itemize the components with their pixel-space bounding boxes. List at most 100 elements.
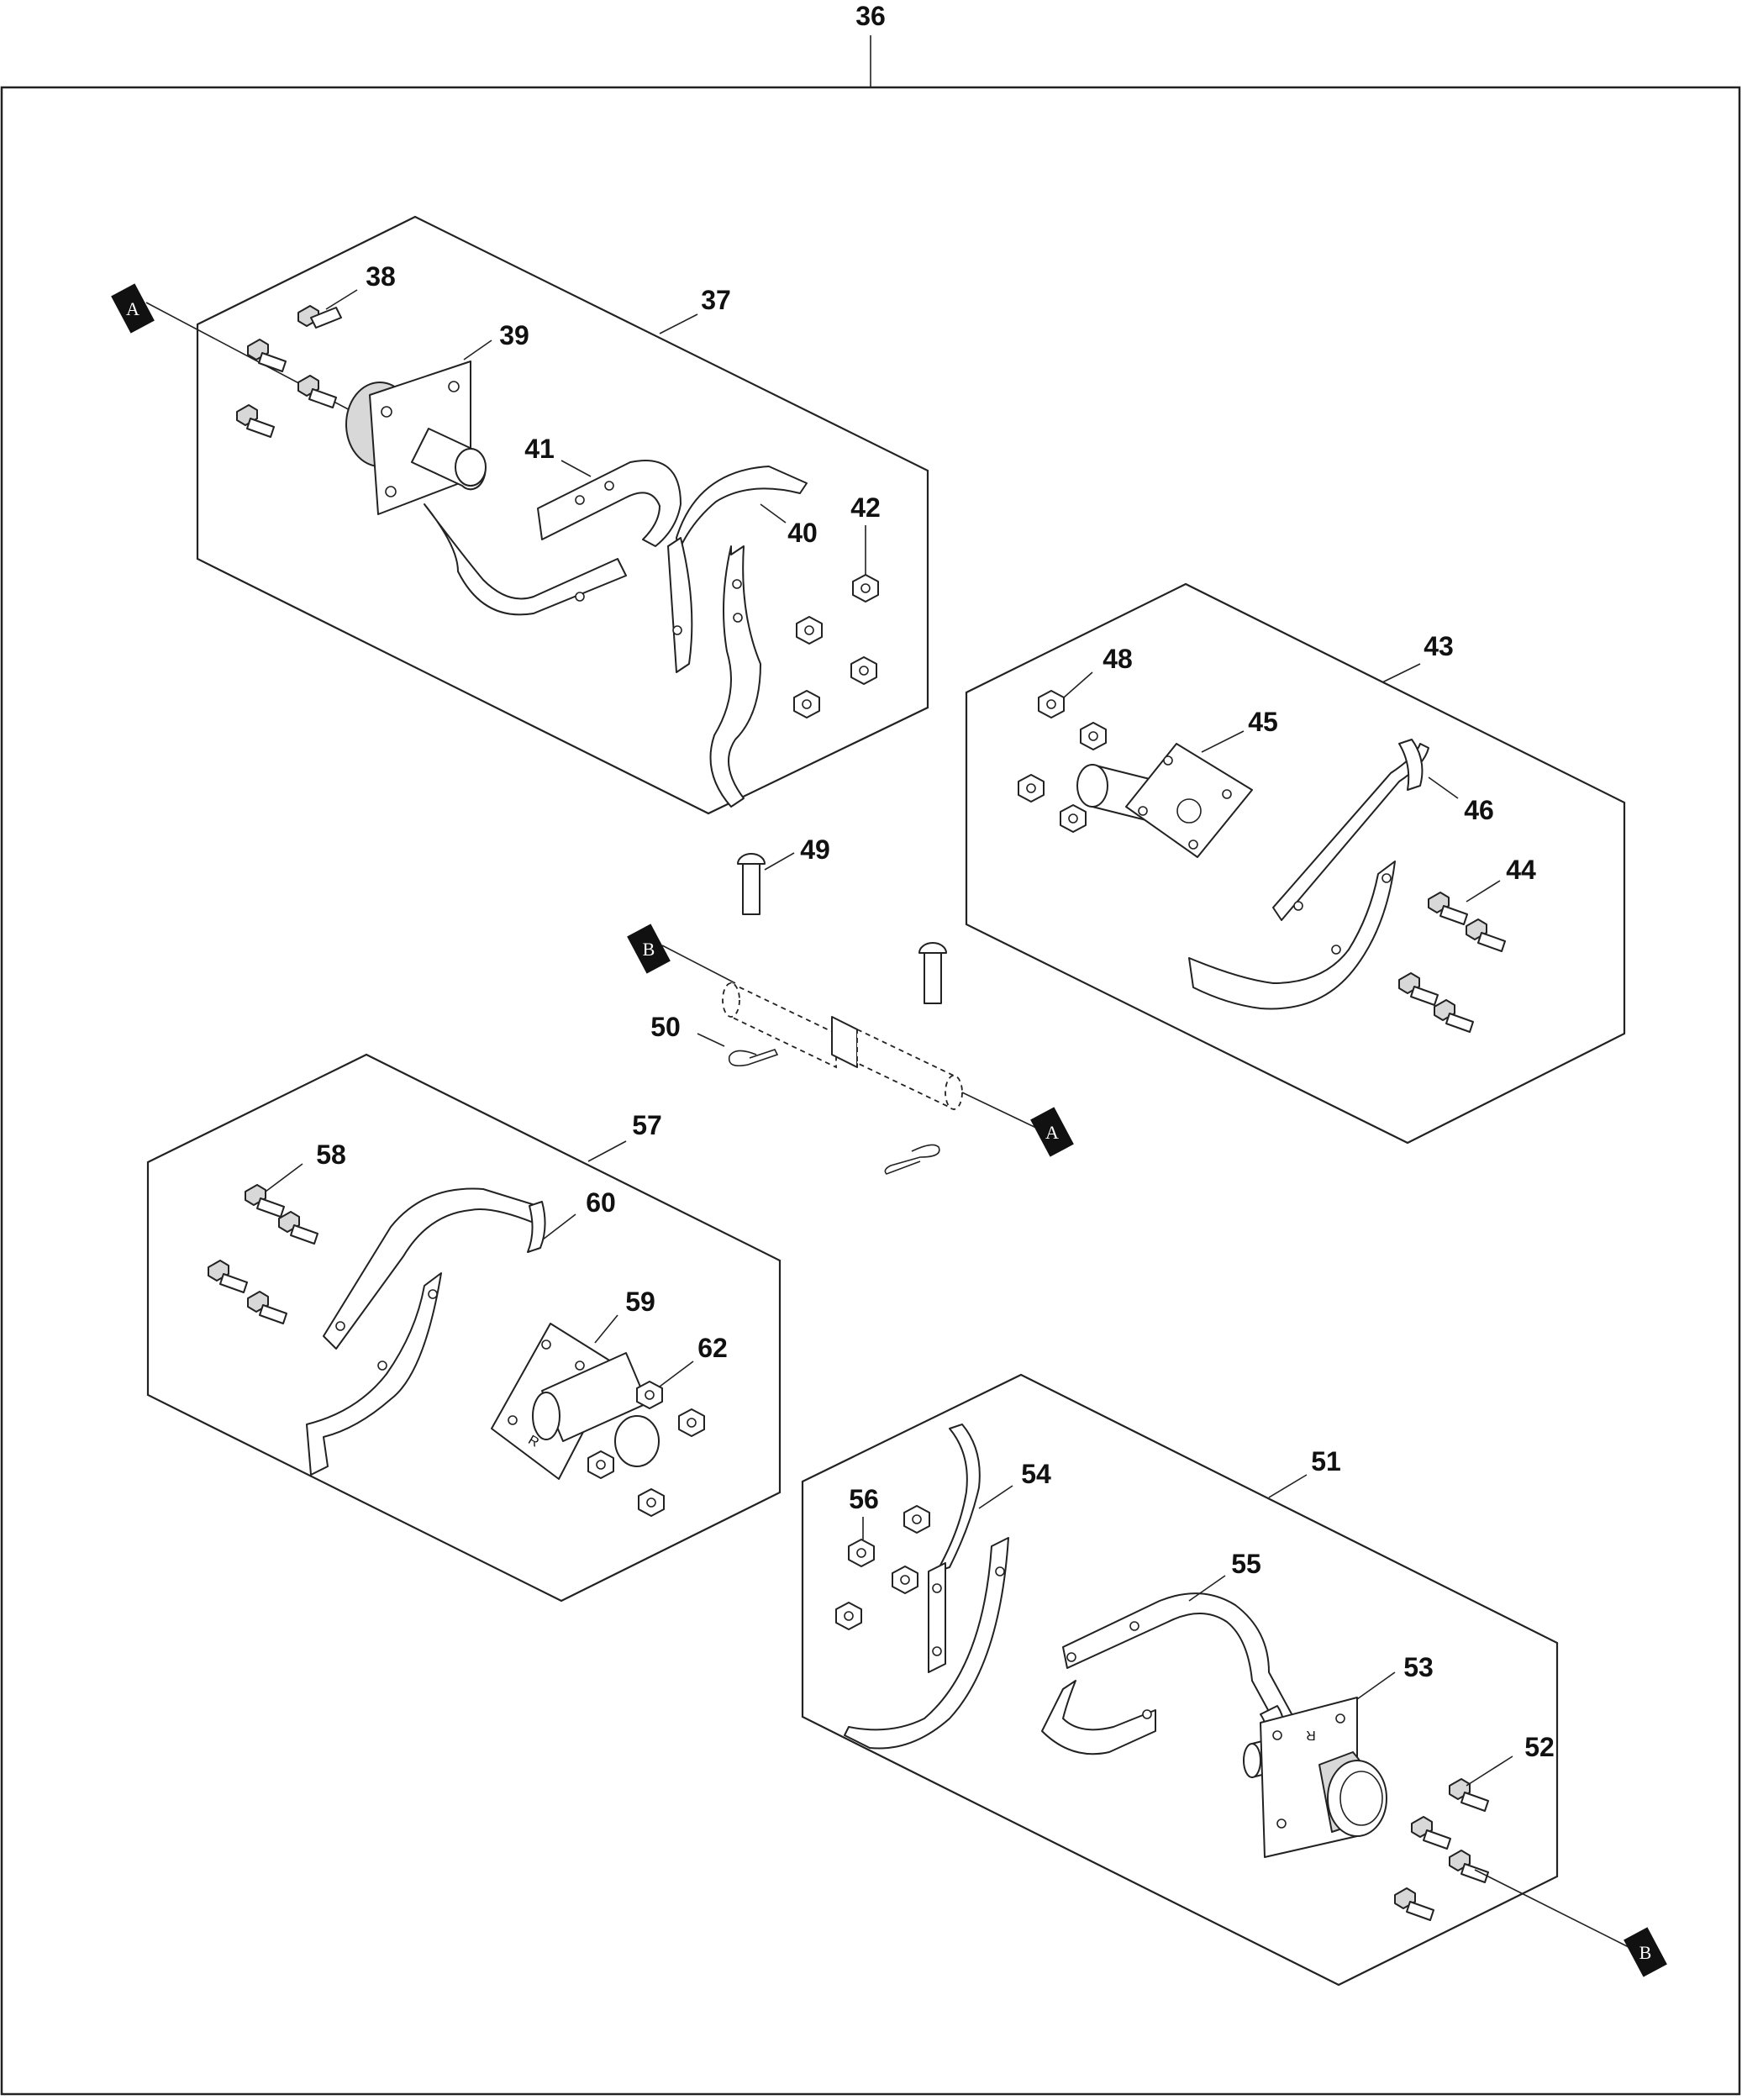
leader-39 xyxy=(463,339,492,361)
callout-59: 59 xyxy=(625,1287,655,1317)
callout-48: 48 xyxy=(1103,644,1133,674)
callout-46: 46 xyxy=(1464,795,1494,825)
bolt-52-1 xyxy=(1449,1778,1489,1812)
ref-mark-b-left-label: B xyxy=(643,939,655,960)
flange-39 xyxy=(345,361,487,515)
callout-52: 52 xyxy=(1524,1732,1555,1762)
leader-38 xyxy=(325,289,358,310)
leader-49 xyxy=(764,852,795,871)
bolt-58-1 xyxy=(245,1184,285,1218)
nut-62-4 xyxy=(638,1488,665,1517)
group-57-box xyxy=(146,1053,782,1603)
bolt-44-1 xyxy=(1428,892,1468,925)
pin-49-2 xyxy=(918,942,947,1004)
callout-49: 49 xyxy=(800,834,830,865)
group-37-box xyxy=(196,215,929,815)
leader-52 xyxy=(1466,1755,1513,1787)
hairpin-clip-50-2 xyxy=(884,1144,940,1175)
leader-41 xyxy=(560,460,592,477)
callout-41: 41 xyxy=(524,434,555,464)
ref-mark-a-top: A xyxy=(111,283,155,334)
bolt-52-2 xyxy=(1411,1816,1451,1850)
bolt-52-3 xyxy=(1449,1850,1489,1883)
ref-mark-a-right-label: A xyxy=(1045,1122,1059,1143)
axis-line-b-left xyxy=(661,945,736,984)
leader-59 xyxy=(594,1314,618,1344)
callout-37: 37 xyxy=(701,285,731,315)
leader-55 xyxy=(1188,1575,1226,1602)
nut-42-4 xyxy=(793,690,820,718)
leader-60 xyxy=(542,1213,576,1240)
nut-48-3 xyxy=(1018,774,1045,803)
bolt-58-4 xyxy=(247,1291,287,1324)
nut-42-1 xyxy=(852,574,879,603)
nut-42-2 xyxy=(796,616,823,645)
callout-43: 43 xyxy=(1424,631,1454,661)
callout-53: 53 xyxy=(1403,1652,1434,1682)
callout-55: 55 xyxy=(1231,1549,1261,1579)
tine-54 xyxy=(844,1424,1009,1750)
leader-54 xyxy=(978,1485,1013,1509)
bolt-38-1 xyxy=(297,305,342,329)
leader-46 xyxy=(1428,776,1459,799)
ref-mark-b-right: B xyxy=(1624,1927,1667,1977)
axis-line-a-right xyxy=(961,1092,1039,1129)
nut-56-2 xyxy=(848,1539,875,1567)
tine-41 xyxy=(424,460,682,616)
leader-44 xyxy=(1466,880,1501,903)
nut-42-3 xyxy=(850,656,877,685)
nut-56-1 xyxy=(903,1505,930,1534)
group-37: 37 A 38 xyxy=(111,215,929,815)
ref-mark-a-top-label: A xyxy=(126,298,139,319)
bolt-44-2 xyxy=(1466,918,1506,952)
leader-53 xyxy=(1356,1671,1396,1700)
callout-39: 39 xyxy=(499,320,529,350)
leader-48 xyxy=(1063,671,1093,698)
bolt-38-3 xyxy=(297,375,337,408)
shaft-tube-left-end xyxy=(722,982,740,1018)
tine-46 xyxy=(1188,739,1429,1010)
ref-mark-a-top-shape xyxy=(111,283,155,334)
callout-50: 50 xyxy=(650,1012,681,1042)
tine-40 xyxy=(667,466,808,808)
nut-62-1 xyxy=(636,1381,663,1409)
leader-40 xyxy=(760,503,787,524)
bolt-44-4 xyxy=(1434,999,1474,1033)
callout-56: 56 xyxy=(849,1484,879,1514)
leader-50 xyxy=(697,1033,725,1047)
callout-62: 62 xyxy=(697,1333,728,1363)
nut-48-4 xyxy=(1060,804,1087,833)
bolt-44-3 xyxy=(1398,972,1439,1006)
ref-mark-b-left: B xyxy=(627,924,671,974)
ref-mark-a-right: A xyxy=(1030,1107,1074,1157)
nut-62-2 xyxy=(678,1408,705,1437)
group-43-box xyxy=(965,582,1626,1145)
callout-54: 54 xyxy=(1021,1459,1051,1489)
bolt-38-4 xyxy=(236,404,275,438)
nut-48-1 xyxy=(1038,690,1065,718)
leader-45 xyxy=(1201,730,1245,753)
group-51-box xyxy=(801,1373,1559,1987)
callout-58: 58 xyxy=(316,1139,346,1170)
pin-49-1 xyxy=(737,853,766,915)
tine-60 xyxy=(306,1187,546,1476)
bolt-52-4 xyxy=(1394,1887,1434,1921)
assembly-frame xyxy=(0,86,1741,2096)
callout-45: 45 xyxy=(1248,707,1278,737)
hairpin-clip-50-1 xyxy=(728,1049,779,1067)
leader-51 xyxy=(1268,1474,1308,1498)
axis-line-b-right xyxy=(1474,1869,1631,1949)
shaft-tube-right xyxy=(856,1028,955,1111)
tine-55 xyxy=(1041,1592,1295,1755)
flange-53: R xyxy=(1243,1697,1387,1858)
flange-59: R xyxy=(491,1323,660,1480)
group-51: 51 56 54 55 xyxy=(801,1373,1667,1987)
ref-mark-b-right-label: B xyxy=(1639,1942,1652,1963)
flange-45 xyxy=(1076,743,1253,858)
leader-57 xyxy=(587,1140,627,1162)
bolt-58-3 xyxy=(208,1260,248,1293)
callout-60: 60 xyxy=(586,1187,616,1218)
callout-57: 57 xyxy=(632,1110,662,1140)
